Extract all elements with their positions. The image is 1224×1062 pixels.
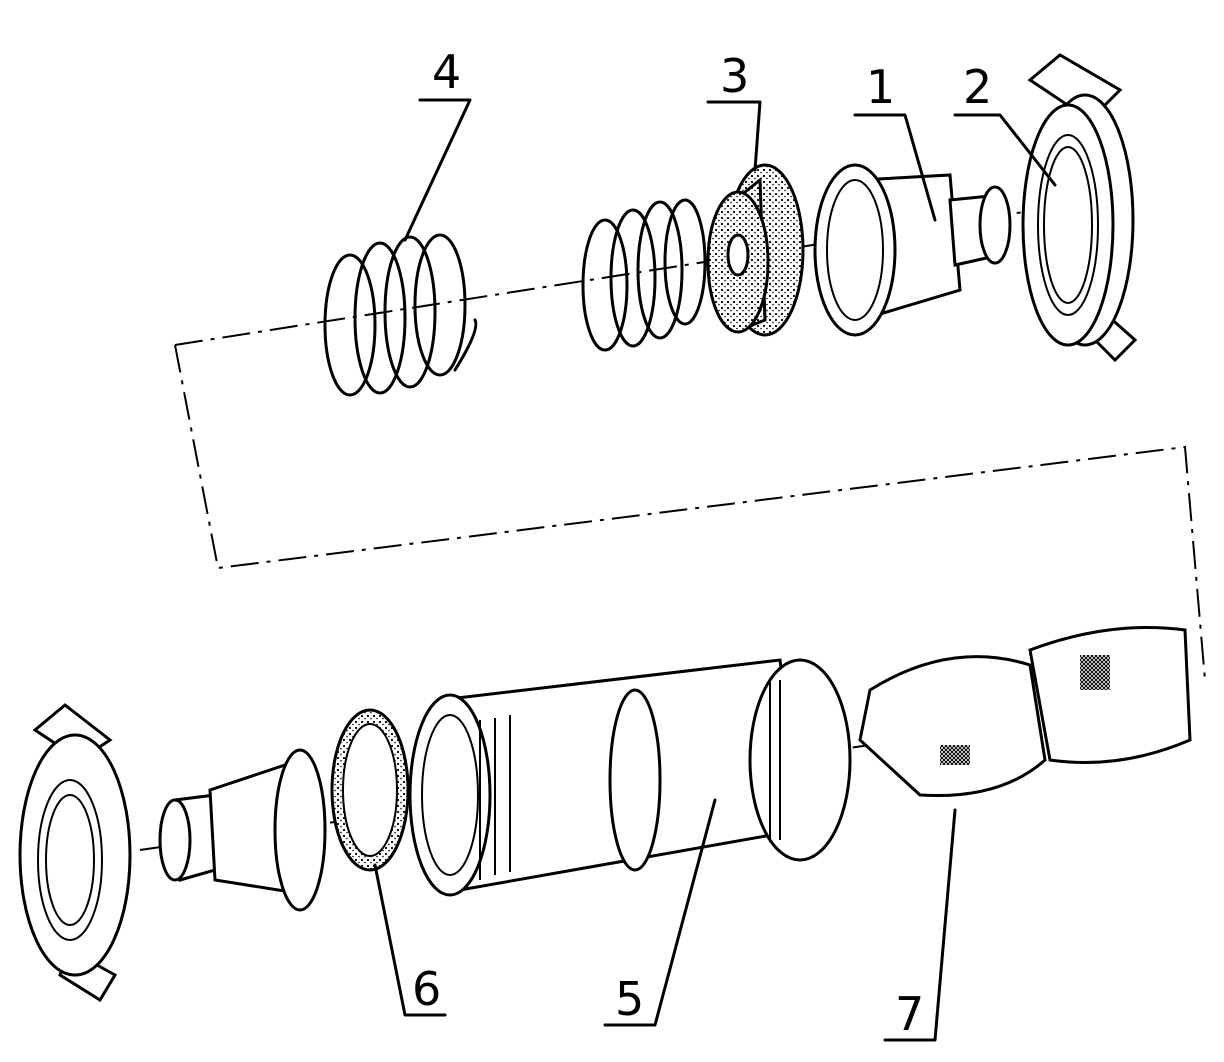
callout-5: 5 (603, 798, 717, 1027)
callout-label-6: 6 (412, 962, 441, 1016)
callout-2: 2 (953, 60, 1057, 187)
gasket-part-6 (330, 708, 410, 872)
wing-nut-part-2 (1021, 53, 1138, 363)
callout-label-1: 1 (866, 60, 895, 114)
spring-part-4b (581, 198, 707, 352)
callout-label-3: 3 (720, 49, 749, 103)
callout-label-2: 2 (963, 60, 992, 114)
sleeve-part-5 (408, 658, 852, 897)
seal-part-3 (706, 163, 805, 337)
callout-6: 6 (373, 863, 447, 1017)
valve-body-lower (158, 748, 327, 912)
wing-nut-lower (18, 703, 132, 1003)
callout-1: 1 (853, 60, 937, 222)
callout-4: 4 (403, 45, 472, 242)
callout-label-4: 4 (432, 45, 461, 99)
callout-7: 7 (883, 808, 957, 1042)
strainer-part-7 (858, 626, 1192, 798)
connection-line (174, 344, 1206, 681)
spring-part-4 (323, 233, 478, 397)
callout-3: 3 (706, 49, 762, 172)
callout-label-7: 7 (895, 987, 924, 1041)
valve-part-1 (813, 163, 1012, 337)
callout-label-5: 5 (615, 972, 644, 1026)
